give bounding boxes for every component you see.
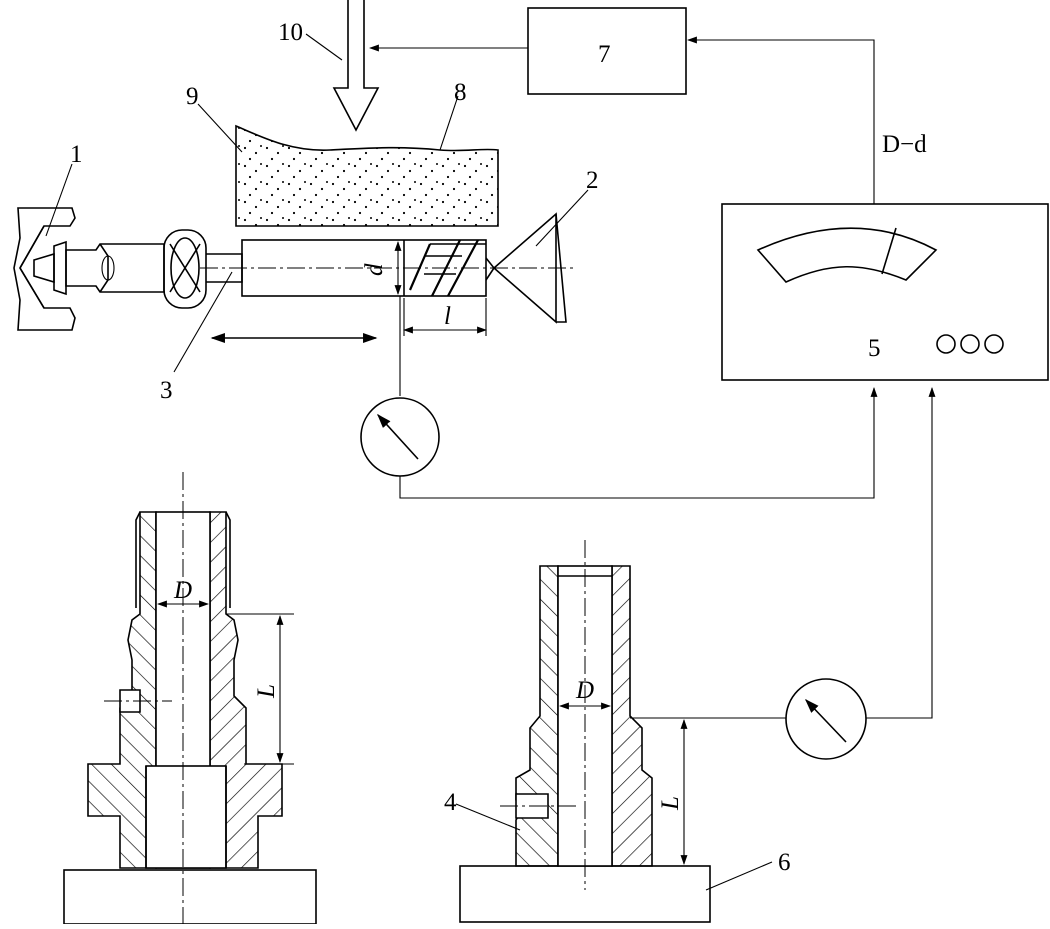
dimension-l bbox=[403, 298, 487, 336]
label-dim-D-left: D bbox=[173, 577, 192, 604]
feed-arrow bbox=[332, 0, 380, 132]
label-8: 8 bbox=[454, 79, 467, 106]
label-6: 6 bbox=[778, 849, 791, 876]
label-dim-l: l bbox=[444, 303, 451, 330]
leader-lines bbox=[45, 33, 773, 891]
control-box bbox=[527, 7, 687, 95]
right-workpiece bbox=[459, 540, 711, 923]
arbor-shaft bbox=[65, 229, 487, 309]
measuring-unit bbox=[721, 203, 1049, 381]
grinding-wheel bbox=[235, 124, 499, 227]
unit-to-control-wire bbox=[687, 36, 875, 204]
label-3: 3 bbox=[160, 377, 173, 404]
top-assembly bbox=[13, 0, 576, 396]
left-center-holder bbox=[13, 207, 76, 331]
label-2: 2 bbox=[586, 167, 599, 194]
upper-dial-gauge bbox=[360, 397, 440, 477]
label-dim-d: d bbox=[361, 263, 388, 276]
label-7: 7 bbox=[598, 41, 611, 68]
label-9: 9 bbox=[186, 83, 199, 110]
lower-gauge-to-unit-wire bbox=[866, 387, 936, 719]
lower-dial-gauge bbox=[785, 678, 867, 760]
right-center bbox=[485, 212, 567, 324]
label-dim-L-right: L bbox=[657, 796, 684, 811]
label-1: 1 bbox=[70, 141, 83, 168]
label-difference: D−d bbox=[882, 131, 927, 158]
label-10: 10 bbox=[278, 19, 303, 46]
label-dim-D-right: D bbox=[575, 677, 594, 704]
left-workpiece bbox=[63, 472, 317, 925]
label-dim-L-left: L bbox=[253, 684, 280, 699]
label-5: 5 bbox=[868, 335, 881, 362]
upper-gauge-to-unit-wire bbox=[399, 387, 878, 499]
label-4: 4 bbox=[444, 789, 457, 816]
